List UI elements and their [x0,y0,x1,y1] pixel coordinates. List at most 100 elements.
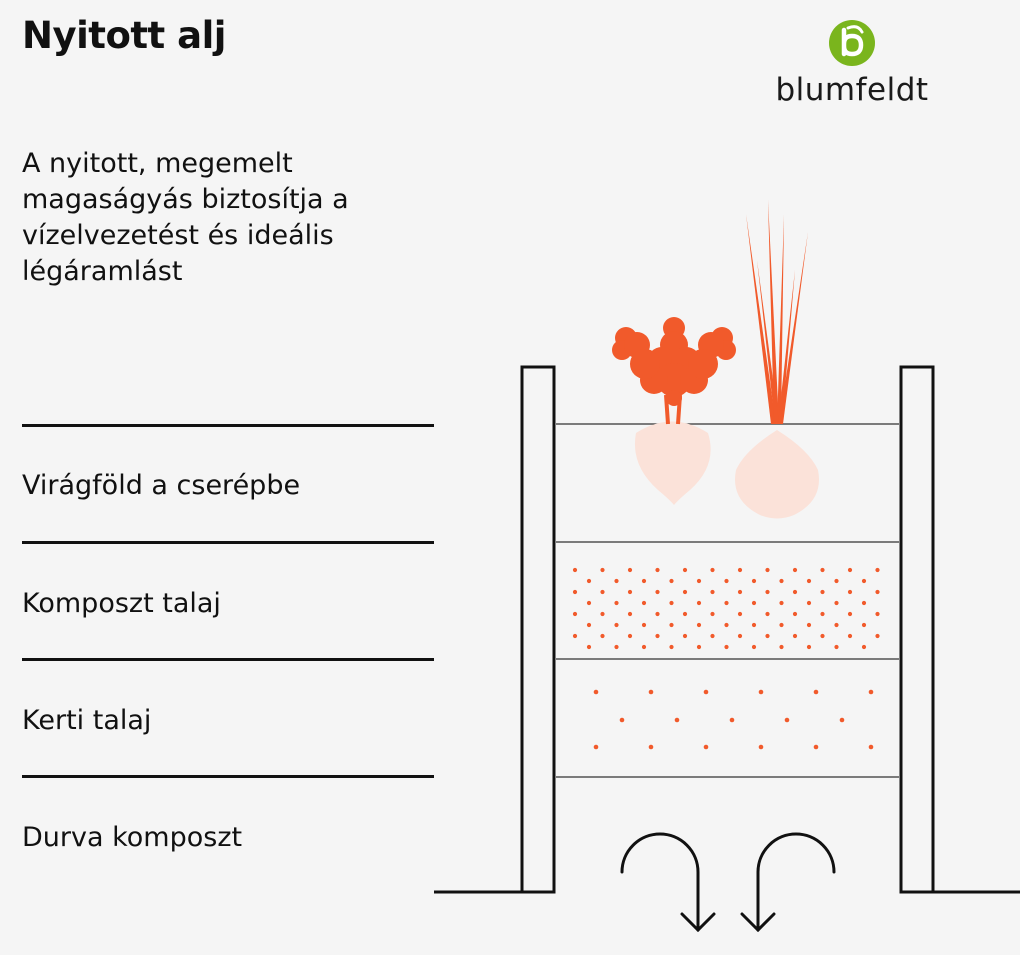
divider-4 [22,775,434,778]
compost-dot [696,644,702,650]
bed-post-left [520,365,556,894]
compost-dot [586,622,592,628]
garden-soil-dot [648,744,654,750]
compost-dot [724,644,729,650]
compost-dot [765,567,770,573]
description-text: A nyitott, megemelt magaságyás biztosítj… [22,148,349,287]
compost-dot [779,622,784,628]
compost-dot [655,567,660,573]
compost-dot [792,567,798,573]
compost-dot [627,567,633,573]
compost-dot [765,633,770,639]
layer-label-potting-soil: Virágföld a cserépbe [22,470,301,501]
compost-dot [861,644,867,650]
compost-dot [724,578,729,584]
compost-dot [614,622,619,628]
divider-3 [22,658,434,661]
compost-dot [792,633,798,639]
compost-dot [847,611,853,617]
garden-soil-dot [703,744,709,750]
compost-dot [641,600,647,606]
compost-dot [669,578,674,584]
compost-dot [572,589,578,595]
compost-dot [820,567,825,573]
compost-soil-dots [572,567,880,650]
compost-dot [806,622,812,628]
garden-soil-dot [703,689,709,695]
compost-dot [834,600,839,606]
garden-soil-dot [593,689,599,695]
onion-icon [735,200,819,519]
garden-soil-dot [868,744,874,750]
garden-soil-dot [674,717,680,723]
garden-soil-dot [619,717,625,723]
compost-dot [682,611,688,617]
compost-dot [682,567,688,573]
compost-dot [710,589,715,595]
garden-soil-dot [868,689,874,695]
compost-dot [861,622,867,628]
compost-dot [696,578,702,584]
compost-dot [834,578,839,584]
compost-dot [834,622,839,628]
compost-dot [600,633,605,639]
compost-dot [779,578,784,584]
garden-soil-dot [784,717,790,723]
compost-dot [627,611,633,617]
garden-soil-dot [813,744,819,750]
garden-soil-dot [593,744,599,750]
compost-dot [586,600,592,606]
compost-dot [696,622,702,628]
divider-2 [22,541,434,544]
layer-label-compost-soil: Komposzt talaj [22,588,221,619]
compost-dot [806,644,812,650]
compost-dot [792,589,798,595]
divider-1 [22,424,434,427]
compost-dot [751,600,757,606]
leaf-b-logo-icon [829,20,875,66]
compost-dot [820,611,825,617]
compost-dot [820,589,825,595]
compost-dot [779,600,784,606]
compost-dot [792,611,798,617]
page-title: Nyitott alj [22,14,226,57]
compost-dot [834,644,839,650]
garden-soil-dot [729,717,735,723]
compost-dot [669,644,674,650]
compost-dot [765,589,770,595]
compost-dot [655,589,660,595]
compost-dot [875,611,880,617]
compost-dot [627,589,633,595]
brand-name: blumfeldt [775,72,929,108]
drainage-arrow-icon [620,832,716,933]
compost-dot [669,622,674,628]
compost-dot [669,600,674,606]
compost-dot [641,644,647,650]
garden-soil-dot [813,689,819,695]
compost-dot [586,578,592,584]
compost-dot [710,567,715,573]
compost-dot [724,600,729,606]
compost-dot [655,633,660,639]
compost-dot [751,644,757,650]
compost-dot [847,633,853,639]
garden-soil-dot [758,689,764,695]
compost-dot [600,611,605,617]
compost-dot [751,578,757,584]
compost-dot [600,589,605,595]
compost-dot [572,633,578,639]
compost-dot [737,567,743,573]
compost-dot [696,600,702,606]
compost-dot [586,644,592,650]
compost-dot [737,633,743,639]
compost-dot [724,622,729,628]
compost-dot [820,633,825,639]
compost-dot [806,578,812,584]
compost-dot [600,567,605,573]
compost-dot [806,600,812,606]
compost-dot [765,611,770,617]
compost-dot [861,578,867,584]
compost-dot [572,611,578,617]
layer-label-garden-soil: Kerti talaj [22,705,152,736]
compost-dot [875,589,880,595]
